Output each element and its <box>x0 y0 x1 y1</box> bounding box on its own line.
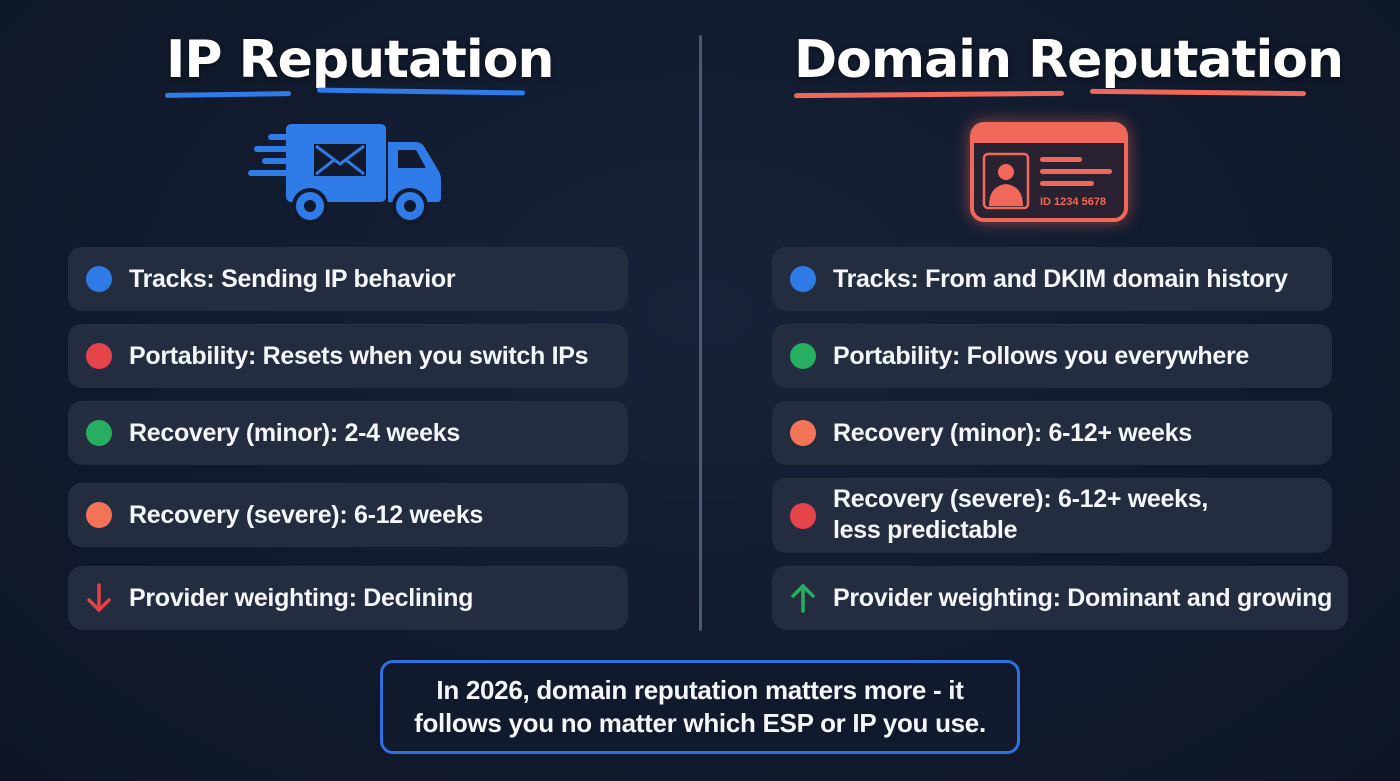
domain-title-underline-left <box>793 90 1065 99</box>
domain-recovery-severe-card: Recovery (severe): 6-12+ weeks, less pre… <box>772 478 1332 553</box>
green-dot-icon <box>790 343 816 369</box>
domain-provider-weighting-label: Provider weighting: Dominant and growing <box>833 583 1333 612</box>
domain-recovery-severe-line2: less predictable <box>833 516 1018 544</box>
ip-tracks-label: Tracks: Sending IP behavior <box>129 264 456 293</box>
domain-portability-label: Portability: Follows you everywhere <box>833 341 1250 370</box>
domain-tracks-card: Tracks: From and DKIM domain history <box>772 247 1332 311</box>
domain-reputation-title: Domain Reputation <box>794 30 1344 90</box>
red-dot-icon <box>790 502 816 529</box>
domain-recovery-severe-line1: Recovery (severe): 6-12+ weeks, <box>833 485 1208 513</box>
delivery-truck-mail-icon <box>248 120 443 224</box>
domain-title-underline-right <box>1089 88 1307 97</box>
ip-tracks-card: Tracks: Sending IP behavior <box>68 247 628 311</box>
ip-reputation-title: IP Reputation <box>166 30 555 90</box>
arrow-down-icon <box>86 583 112 612</box>
ip-recovery-severe-card: Recovery (severe): 6-12 weeks <box>68 483 628 547</box>
blue-dot-icon <box>86 266 112 292</box>
domain-recovery-minor-card: Recovery (minor): 6-12+ weeks <box>772 401 1332 465</box>
ip-recovery-minor-label: Recovery (minor): 2-4 weeks <box>129 418 460 447</box>
column-divider <box>699 35 702 631</box>
callout-line-2: follows you no matter which ESP or IP yo… <box>414 708 986 738</box>
ip-portability-card: Portability: Resets when you switch IPs <box>68 324 628 388</box>
domain-tracks-label: Tracks: From and DKIM domain history <box>833 264 1288 293</box>
domain-recovery-severe-label: Recovery (severe): 6-12+ weeks, less pre… <box>833 484 1208 546</box>
summary-callout: In 2026, domain reputation matters more … <box>380 660 1020 754</box>
ip-recovery-minor-card: Recovery (minor): 2-4 weeks <box>68 401 628 465</box>
domain-recovery-minor-label: Recovery (minor): 6-12+ weeks <box>833 418 1192 447</box>
orange-dot-icon <box>86 502 112 528</box>
blue-dot-icon <box>790 266 816 292</box>
domain-portability-card: Portability: Follows you everywhere <box>772 324 1332 388</box>
id-card-icon: ID 1234 5678 <box>970 122 1128 222</box>
ip-provider-weighting-label: Provider weighting: Declining <box>129 583 474 612</box>
ip-provider-weighting-card: Provider weighting: Declining <box>68 566 628 630</box>
arrow-up-icon <box>790 584 816 613</box>
domain-provider-weighting-card: Provider weighting: Dominant and growing <box>772 566 1348 630</box>
green-dot-icon <box>86 420 112 446</box>
callout-line-1: In 2026, domain reputation matters more … <box>436 675 964 705</box>
id-card-number: ID 1234 5678 <box>1040 196 1106 208</box>
ip-recovery-severe-label: Recovery (severe): 6-12 weeks <box>129 500 484 529</box>
ip-title-underline-left <box>164 91 292 98</box>
red-dot-icon <box>86 343 112 369</box>
ip-portability-label: Portability: Resets when you switch IPs <box>129 341 589 370</box>
orange-dot-icon <box>790 420 816 446</box>
